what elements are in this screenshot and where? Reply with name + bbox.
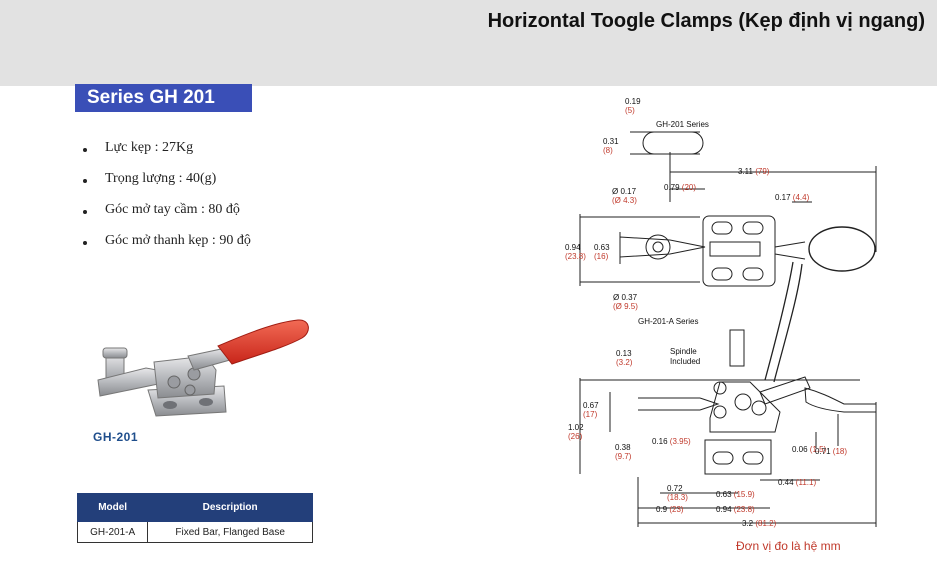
- model-table: Model Description GH-201-A Fixed Bar, Fl…: [76, 493, 313, 543]
- table-row: GH-201-A Fixed Bar, Flanged Base: [76, 521, 313, 543]
- dimension-label: Ø 0.17(Ø 4.3): [612, 187, 637, 205]
- spec-weight: Trọng lượng : 40(g): [80, 171, 251, 202]
- spec-handle-angle: Góc mở tay cầm : 80 độ: [80, 202, 251, 233]
- unit-note: Đơn vị đo là hệ mm: [736, 539, 841, 553]
- dimension-label: 0.44 (11.1): [778, 478, 816, 487]
- dimension-label: 0.79 (20): [664, 183, 696, 192]
- series-label: Series GH 201: [75, 84, 252, 112]
- table-cell-model: GH-201-A: [76, 521, 149, 543]
- table-cell-description: Fixed Bar, Flanged Base: [147, 521, 313, 543]
- dimension-label: 0.38(9.7): [615, 443, 632, 461]
- dimension-label: 0.9 (23): [656, 505, 684, 514]
- table-header-model: Model: [76, 493, 149, 522]
- dimension-label: 1.02(26): [568, 423, 584, 441]
- header-bar: Horizontal Toogle Clamps (Kẹp định vị ng…: [0, 0, 937, 86]
- dimension-label: 0.16 (3.95): [652, 437, 691, 446]
- spec-bar-angle: Góc mở thanh kẹp : 90 độ: [80, 233, 251, 264]
- spindle-label: Spindle: [670, 347, 697, 356]
- dimension-label: 0.17 (4.4): [775, 193, 810, 202]
- series-top-label: GH-201 Series: [656, 120, 709, 129]
- spindle-label-2: Included: [670, 357, 700, 366]
- series-a-label: GH-201-A Series: [638, 317, 698, 326]
- table-header-description: Description: [147, 493, 313, 522]
- product-caption: GH-201: [93, 430, 139, 444]
- dimension-label: 3.2 (81.2): [742, 519, 777, 528]
- dimension-label: 0.71 (18): [815, 447, 847, 456]
- dimension-label: Ø 0.37(Ø 9.5): [613, 293, 638, 311]
- spec-list: Lực kẹp : 27Kg Trọng lượng : 40(g) Góc m…: [80, 140, 251, 264]
- dimension-label: 0.67(17): [583, 401, 599, 419]
- page-title: Horizontal Toogle Clamps (Kẹp định vị ng…: [487, 10, 925, 32]
- dimension-label: 0.94(23.8): [565, 243, 586, 261]
- dimension-label: 0.06 (1.5): [792, 445, 827, 454]
- dimension-label: 0.13(3.2): [616, 349, 633, 367]
- product-image: [97, 319, 309, 417]
- dimension-label: 0.31(8): [603, 137, 619, 155]
- dimension-label: 0.72(18.3): [667, 484, 688, 502]
- technical-drawing: GH-201 Series GH-201-A Series Spindle In…: [565, 97, 877, 528]
- spec-clamp-force: Lực kẹp : 27Kg: [80, 140, 251, 171]
- dimension-label: 3.11 (79): [738, 167, 770, 176]
- dimension-label: 0.94 (23.8): [716, 505, 755, 514]
- dimension-label: 0.63(16): [594, 243, 610, 261]
- dimension-label: 0.19(5): [625, 97, 641, 115]
- dimension-label: 0.63 (15.9): [716, 490, 755, 499]
